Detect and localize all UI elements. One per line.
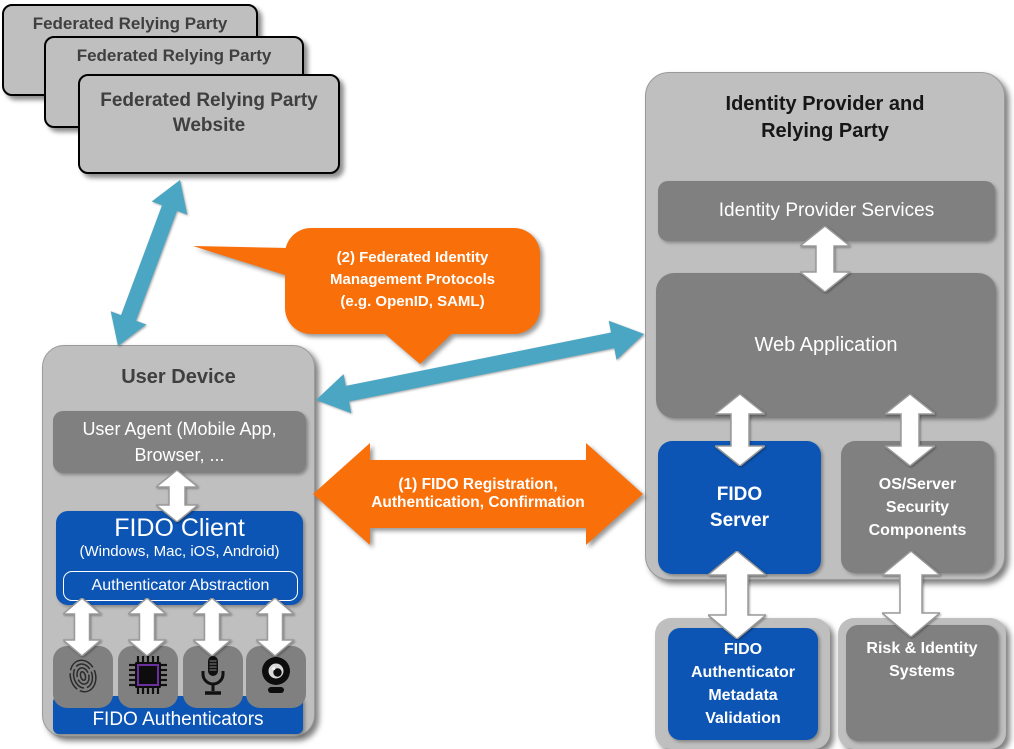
authenticator-tile-fingerprint xyxy=(53,646,113,708)
federated-relying-party-label: Federated Relying Party xyxy=(32,14,228,33)
metadata-validation-wrapper: FIDO Authenticator Metadata Validation xyxy=(655,618,830,749)
fido-protocols-arrow-label: (1) FIDO Registration, Authentication, C… xyxy=(371,476,585,511)
authenticator-abstraction-label: Authenticator Abstraction xyxy=(91,577,270,594)
arrow-services-webapp xyxy=(800,226,850,292)
arrow-webapp-fido-server xyxy=(715,394,765,466)
fido-authenticator-metadata-validation-box: FIDO Authenticator Metadata Validation xyxy=(668,628,818,740)
arrow-abstraction-camera xyxy=(256,598,294,656)
fido-authenticators-label: FIDO Authenticators xyxy=(92,709,264,730)
risk-identity-wrapper: Risk & Identity Systems xyxy=(838,618,1006,749)
microphone-icon xyxy=(193,652,233,703)
authenticator-tile-microphone xyxy=(183,646,243,708)
arrow-website-user-device xyxy=(110,180,188,346)
fingerprint-icon xyxy=(64,653,102,702)
fido-client-box: FIDO Client (Windows, Mac, iOS, Android)… xyxy=(56,511,303,605)
identity-provider-services-label: Identity Provider Services xyxy=(718,200,935,221)
risk-identity-systems-box: Risk & Identity Systems xyxy=(846,625,998,741)
user-device-panel: User Device User Agent (Mobile App, Brow… xyxy=(42,345,315,737)
federated-relying-party-website-label: Federated Relying Party Website xyxy=(100,90,318,136)
arrow-abstraction-microphone xyxy=(193,598,231,656)
arrow-os-server-risk-systems xyxy=(882,551,940,637)
user-agent-box: User Agent (Mobile App, Browser, ... xyxy=(53,411,306,473)
identity-provider-panel: Identity Provider and Relying Party Iden… xyxy=(645,72,1005,580)
fido-protocols-arrow xyxy=(313,443,643,545)
web-application-label: Web Application xyxy=(754,334,898,356)
os-server-security-box: OS/Server Security Components xyxy=(841,441,994,573)
federation-protocols-callout xyxy=(193,228,540,364)
federated-relying-party-website-box: Federated Relying Party Website xyxy=(78,74,340,174)
user-device-title: User Device xyxy=(121,366,236,388)
arrow-user-agent-fido-client xyxy=(156,470,198,522)
user-agent-label: User Agent (Mobile App, Browser, ... xyxy=(82,419,277,465)
authenticator-tile-camera xyxy=(246,646,306,708)
federated-relying-party-label: Federated Relying Party xyxy=(76,46,272,65)
federation-protocols-callout-label: (2) Federated Identity Management Protoc… xyxy=(329,249,496,310)
secure-chip-icon xyxy=(127,654,169,701)
camera-icon xyxy=(255,653,297,702)
web-application-box: Web Application xyxy=(656,273,996,418)
authenticator-abstraction-box: Authenticator Abstraction xyxy=(63,571,298,601)
fido-client-subtitle: (Windows, Mac, iOS, Android) xyxy=(79,543,280,560)
arrow-abstraction-chip xyxy=(128,598,166,656)
arrow-abstraction-fingerprint xyxy=(63,598,101,656)
arrow-fido-server-metadata xyxy=(708,551,766,639)
arrow-webapp-os-server xyxy=(885,394,935,466)
identity-provider-title: Identity Provider and Relying Party xyxy=(725,93,925,142)
authenticator-tile-secure-chip xyxy=(118,646,178,708)
